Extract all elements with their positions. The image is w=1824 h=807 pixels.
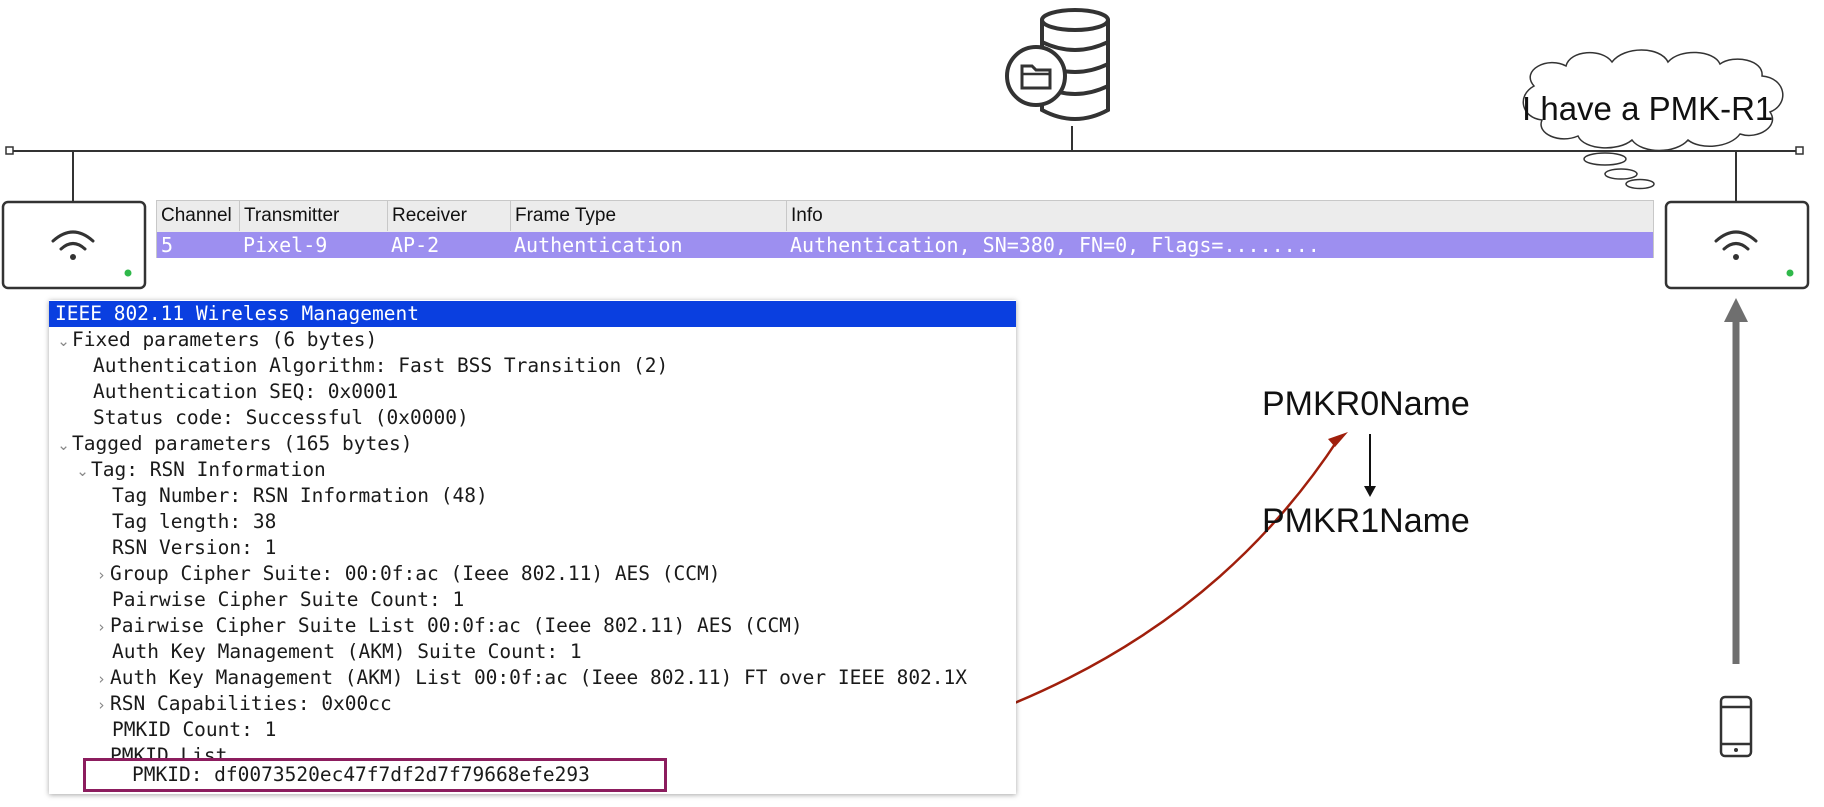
tree-node-label: Pairwise Cipher Suite Count: 1 <box>112 588 465 611</box>
thought-bubble <box>1522 49 1784 190</box>
tree-node-label: Group Cipher Suite: 00:0f:ac (Ieee 802.1… <box>110 562 721 585</box>
packet-cell-receiver: AP-2 <box>391 233 440 257</box>
access-point-right <box>1664 200 1810 290</box>
pmkid-arrowhead <box>1328 432 1348 447</box>
packet-cell-info: Authentication, SN=380, FN=0, Flags=....… <box>790 233 1320 257</box>
tree-node-label: RSN Version: 1 <box>112 536 277 559</box>
tree-node-label: IEEE 802.11 Wireless Management <box>55 302 419 325</box>
tree-node-label: PMKID List <box>110 744 228 761</box>
wifi-icon <box>51 230 95 251</box>
chevron-down-icon[interactable]: ⌄ <box>95 748 108 761</box>
chevron-down-icon[interactable]: ⌄ <box>76 462 89 480</box>
column-header-info[interactable]: Info <box>786 201 1653 231</box>
tree-node-rsn-version[interactable]: RSN Version: 1 <box>49 535 1016 561</box>
tree-node-authentication-seq[interactable]: Authentication SEQ: 0x0001 <box>49 379 1016 405</box>
tree-node-label: PMKID: df0073520ec47f7df2d7f79668efe293 <box>132 763 590 786</box>
tree-node-label: Tag: RSN Information <box>91 458 326 481</box>
access-point-left <box>1 200 147 290</box>
packet-cell-channel: 5 <box>161 233 174 257</box>
wifi-dot <box>1733 254 1739 260</box>
tree-node-pmkid-count[interactable]: PMKID Count: 1 <box>49 717 1016 743</box>
tree-node-authentication-algorithm[interactable]: Authentication Algorithm: Fast BSS Trans… <box>49 353 1016 379</box>
chevron-down-icon[interactable]: ⌄ <box>57 332 70 350</box>
tree-node-fixed-parameters[interactable]: ⌄Fixed parameters (6 bytes) <box>49 327 1016 353</box>
packet-cell-transmitter: Pixel-9 <box>243 233 328 257</box>
thought-bubble-text: I have a PMK-R1 <box>1522 90 1774 127</box>
tree-node-label: Auth Key Management (AKM) List 00:0f:ac … <box>110 666 968 689</box>
status-led-icon <box>1786 269 1794 277</box>
derivation-arrowhead <box>1364 486 1376 497</box>
packet-cell-frame-type: Authentication <box>514 233 683 257</box>
pmkr0name-label: PMKR0Name <box>1262 385 1470 423</box>
client-uplink-arrowhead <box>1724 298 1748 322</box>
backbone-endpoint-left <box>5 146 14 155</box>
tree-node-label: Tagged parameters (165 bytes) <box>72 432 413 455</box>
tree-node-label: PMKID Count: 1 <box>112 718 277 741</box>
status-led-icon <box>124 269 132 277</box>
packet-list-header: Channel Transmitter Receiver Frame Type … <box>157 201 1653 231</box>
tree-node-tag-number[interactable]: Tag Number: RSN Information (48) <box>49 483 1016 509</box>
column-header-channel[interactable]: Channel <box>161 205 232 226</box>
tree-node-label: Status code: Successful (0x0000) <box>93 406 469 429</box>
tree-node-ieee-802-11-wireless-management[interactable]: IEEE 802.11 Wireless Management <box>49 301 1016 327</box>
packet-row-selected[interactable]: 5 Pixel-9 AP-2 Authentication Authentica… <box>157 232 1653 258</box>
tree-node-pairwise-cipher-suite-list[interactable]: › Pairwise Cipher Suite List 00:0f:ac (Ie… <box>49 613 1016 639</box>
tree-node-pmkid-list[interactable]: ⌄PMKID List <box>49 743 1016 761</box>
chevron-right-icon[interactable]: › <box>98 670 105 688</box>
chevron-right-icon[interactable]: › <box>98 566 105 584</box>
packet-list: Channel Transmitter Receiver Frame Type … <box>156 200 1654 258</box>
tree-node-tagged-parameters[interactable]: ⌄Tagged parameters (165 bytes) <box>49 431 1016 457</box>
packet-details-tree: IEEE 802.11 Wireless Management ⌄Fixed p… <box>49 300 1016 794</box>
wifi-icon <box>1714 230 1758 251</box>
smartphone-icon <box>1719 695 1753 758</box>
pmkr1name-label: PMKR1Name <box>1262 502 1470 540</box>
tree-node-tag-length[interactable]: Tag length: 38 <box>49 509 1016 535</box>
tree-node-pairwise-cipher-suite-count[interactable]: Pairwise Cipher Suite Count: 1 <box>49 587 1016 613</box>
tree-node-label: Pairwise Cipher Suite List 00:0f:ac (Iee… <box>110 614 803 637</box>
database-server-icon <box>1005 8 1110 121</box>
tree-node-pmkid[interactable]: PMKID: df0073520ec47f7df2d7f79668efe293 <box>49 762 1016 788</box>
pmkid-highlight-box <box>83 758 667 792</box>
tree-node-label: RSN Capabilities: 0x00cc <box>110 692 392 715</box>
tree-node-label: Tag Number: RSN Information (48) <box>112 484 488 507</box>
tree-node-group-cipher-suite[interactable]: › Group Cipher Suite: 00:0f:ac (Ieee 802.… <box>49 561 1016 587</box>
column-header-transmitter[interactable]: Transmitter <box>239 201 387 231</box>
chevron-down-icon[interactable]: ⌄ <box>57 436 70 454</box>
tree-node-label: Authentication Algorithm: Fast BSS Trans… <box>93 354 669 377</box>
column-header-frame-type[interactable]: Frame Type <box>510 201 786 231</box>
tree-node-status-code[interactable]: Status code: Successful (0x0000) <box>49 405 1016 431</box>
tree-node-akm-list[interactable]: › Auth Key Management (AKM) List 00:0f:ac… <box>49 665 1016 691</box>
tree-node-label: Tag length: 38 <box>112 510 277 533</box>
wifi-dot <box>70 254 76 260</box>
tree-node-akm-suite-count[interactable]: Auth Key Management (AKM) Suite Count: 1 <box>49 639 1016 665</box>
tree-node-tag-rsn-information[interactable]: ⌄Tag: RSN Information <box>49 457 1016 483</box>
column-header-receiver[interactable]: Receiver <box>387 201 510 231</box>
tree-node-label: Fixed parameters (6 bytes) <box>72 328 378 351</box>
backbone-endpoint-right <box>1795 146 1804 155</box>
chevron-right-icon[interactable]: › <box>98 696 105 714</box>
tree-node-label: Authentication SEQ: 0x0001 <box>93 380 399 403</box>
tree-node-rsn-capabilities[interactable]: › RSN Capabilities: 0x00cc <box>49 691 1016 717</box>
chevron-right-icon[interactable]: › <box>98 618 105 636</box>
tree-node-label: Auth Key Management (AKM) Suite Count: 1 <box>112 640 582 663</box>
